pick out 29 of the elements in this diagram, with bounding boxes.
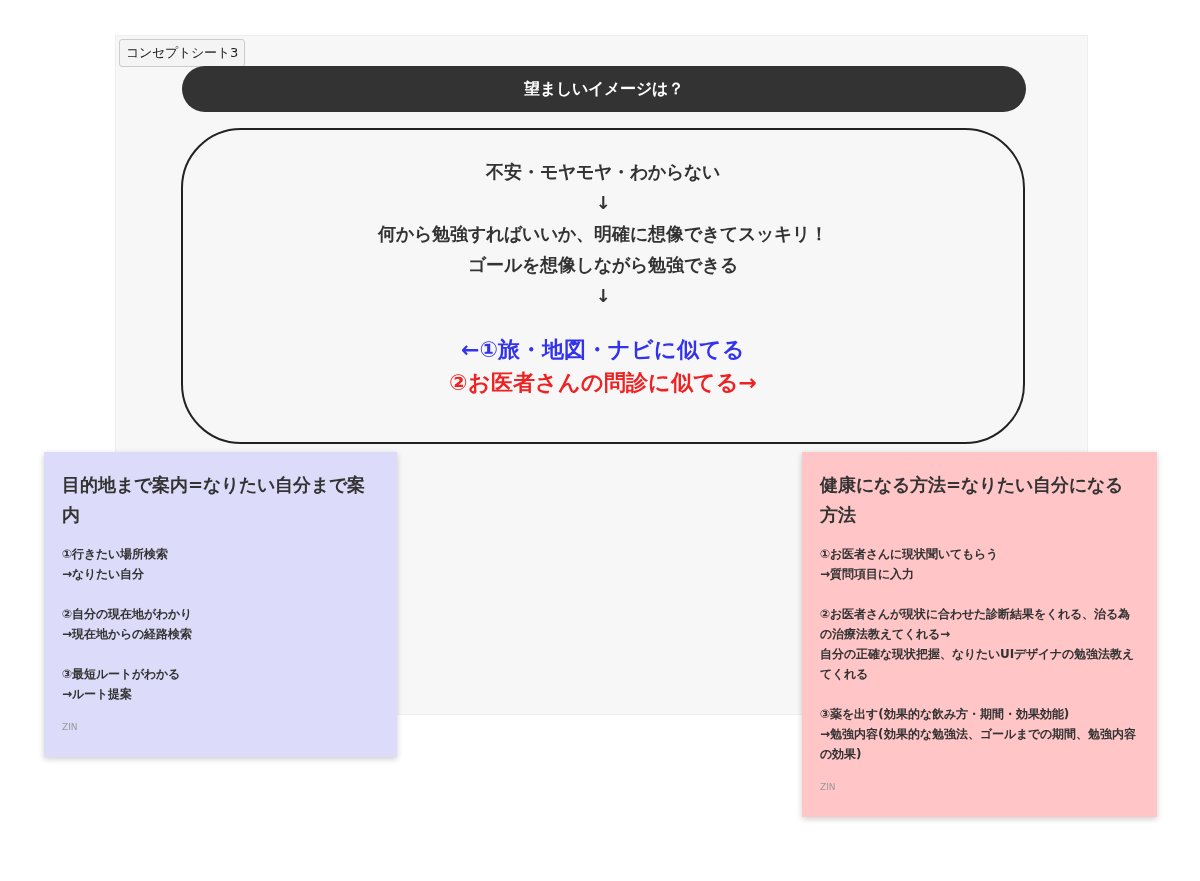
note-text: →質問項目に入力: [820, 566, 916, 583]
arrow-symbol: ↓: [595, 191, 611, 215]
author-label: ZIN: [820, 782, 837, 792]
panel-text: ②お医者さんの問診に似てる→: [448, 369, 758, 397]
banner-text: 望ましいイメージは？: [524, 78, 684, 100]
rounded-panel: [181, 128, 1025, 444]
note-text: ①お医者さんに現状聞いてもらう: [820, 546, 1000, 563]
panel-text: 何から勉強すればいいか、明確に想像できてスッキリ！: [378, 222, 828, 246]
note-text: →なりたい自分: [62, 566, 146, 583]
note-text: ②お医者さんが現状に合わせた診断結果をくれる、治る為の治療法教えてくれる→: [820, 606, 1132, 643]
note-text: ②自分の現在地がわかり: [62, 606, 194, 623]
frame-label: コンセプトシート3: [119, 39, 246, 67]
note-text: ①行きたい場所検索: [62, 546, 170, 563]
note-text: ③薬を出す(効果的な飲み方・期間・効果効能): [820, 706, 1071, 723]
panel-text: ゴールを想像しながら勉強できる: [468, 253, 738, 277]
panel-text: 不安・モヤモヤ・わからない: [486, 160, 720, 184]
sticky-note: [44, 452, 397, 757]
note-text: ③最短ルートがわかる: [62, 666, 182, 683]
arrow-symbol: ↓: [595, 284, 611, 308]
author-label: ZIN: [62, 722, 79, 732]
note-text: →現在地からの経路検索: [62, 626, 194, 643]
note-text: →勉強内容(効果的な勉強法、ゴールまでの期間、勉強内容の効果): [820, 726, 1137, 763]
title-banner: [182, 66, 1026, 112]
sticky-note: [802, 452, 1157, 817]
note-title: 健康になる方法=なりたい自分になる方法: [820, 473, 1125, 527]
note-text: →ルート提案: [62, 686, 134, 703]
note-title: 目的地まで案内=なりたい自分まで案内: [62, 473, 367, 527]
panel-text: ←①旅・地図・ナビに似てる: [460, 336, 746, 364]
note-text: 自分の正確な現状把握、なりたいUIデザイナの勉強法教えてくれる: [820, 646, 1136, 683]
